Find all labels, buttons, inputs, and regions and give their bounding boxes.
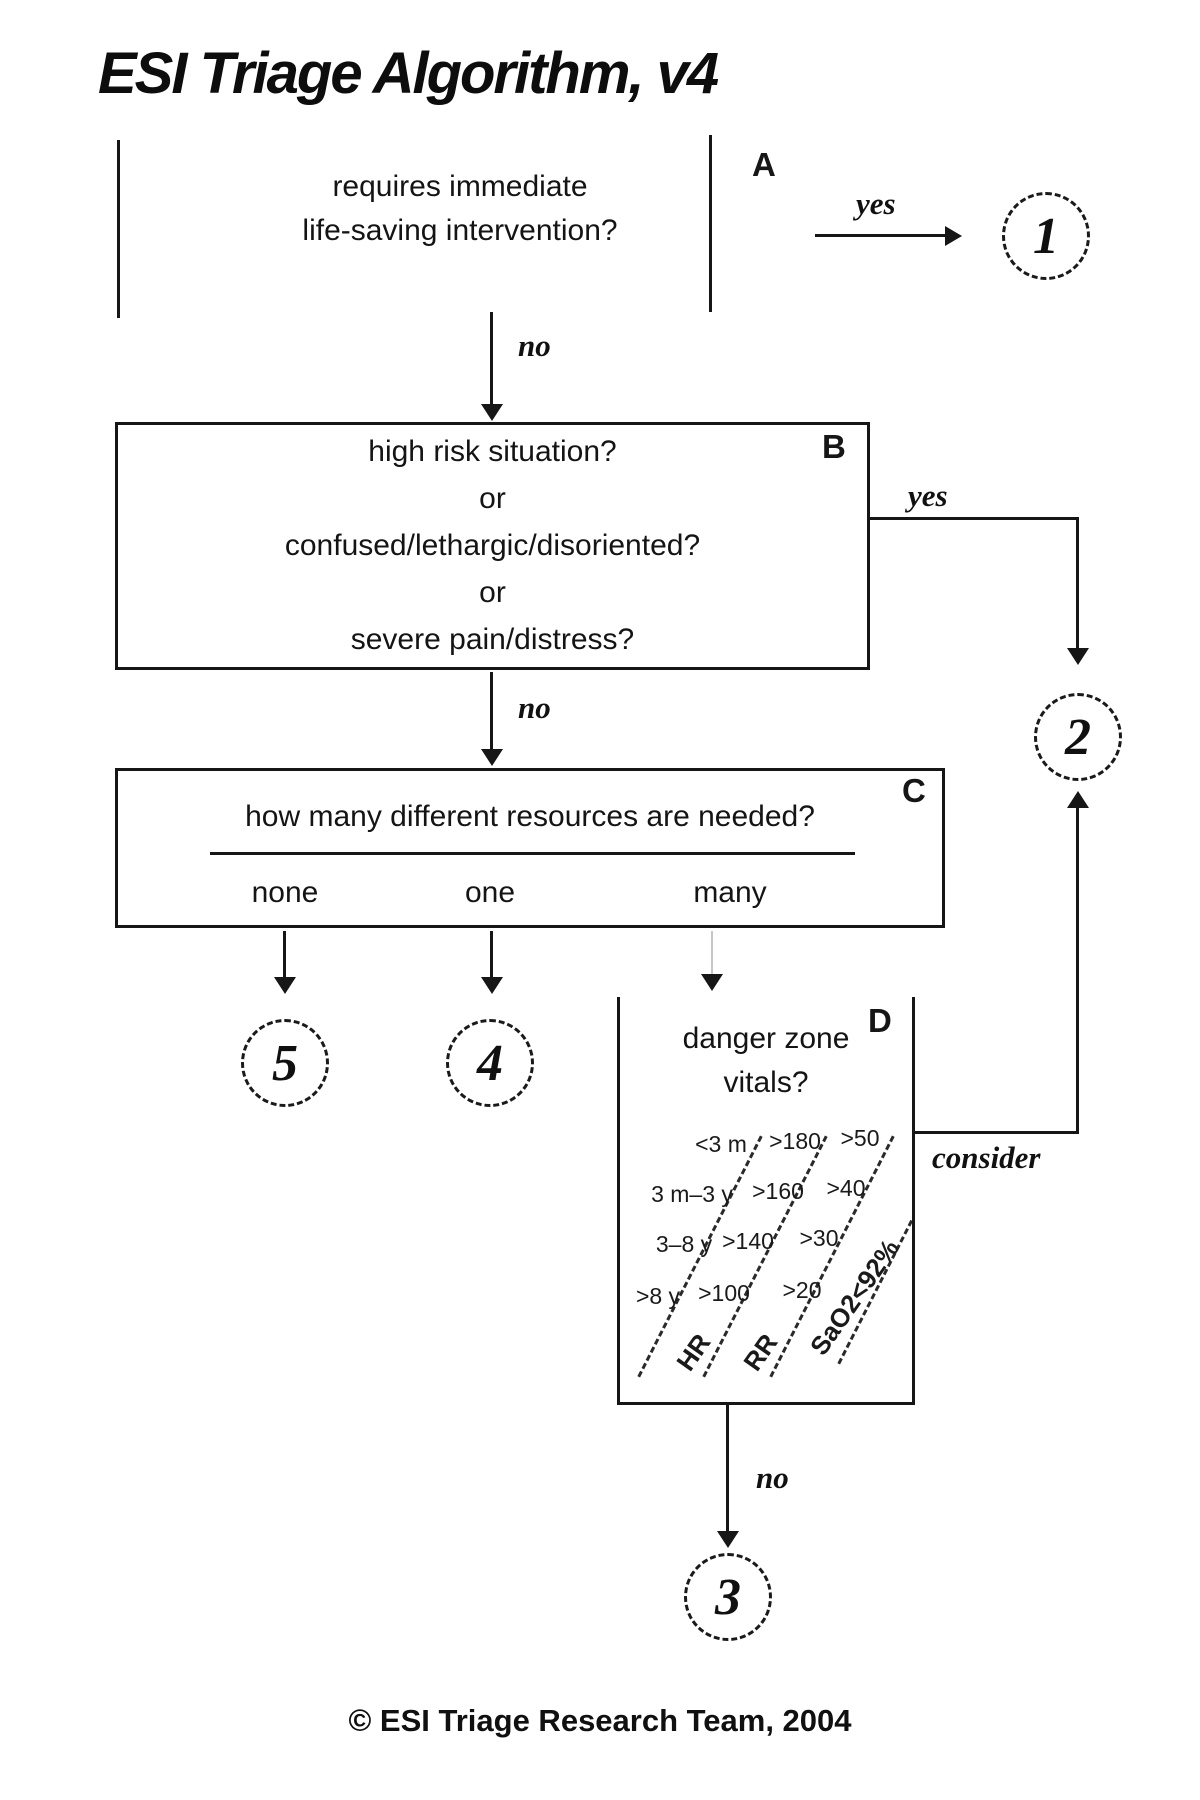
node-b-line-2: or bbox=[479, 482, 506, 515]
edge-a-no-line bbox=[490, 312, 493, 407]
page-title: ESI Triage Algorithm, v4 bbox=[98, 41, 719, 106]
vitals-row3-age: 3–8 y bbox=[655, 1231, 713, 1257]
acuity-circle-5: 5 bbox=[241, 1019, 329, 1107]
vitals-row2-rr: >40 bbox=[826, 1175, 866, 1201]
vitals-column-rr: RR bbox=[737, 1328, 784, 1377]
edge-b-no-label: no bbox=[518, 690, 551, 725]
node-a-left-border bbox=[117, 140, 120, 318]
acuity-circle-1: 1 bbox=[1002, 192, 1090, 280]
vitals-row2-age: 3 m–3 y bbox=[651, 1181, 733, 1207]
edge-c-many-line bbox=[711, 931, 713, 977]
node-c-box bbox=[115, 768, 945, 928]
node-a-right-border bbox=[709, 135, 712, 312]
vitals-row1-hr: >180 bbox=[769, 1128, 821, 1154]
vitals-row1-age: <3 m bbox=[695, 1131, 747, 1157]
node-c-question: how many different resources are needed? bbox=[245, 800, 815, 833]
edge-a-yes-arrowhead-icon bbox=[945, 226, 962, 246]
edge-d-consider-arrowhead-icon bbox=[1067, 791, 1089, 808]
edge-d-consider-label: consider bbox=[932, 1140, 1041, 1175]
edge-c-many-arrowhead-icon bbox=[701, 974, 723, 991]
node-b-line-5: severe pain/distress? bbox=[350, 623, 635, 656]
node-b-line-1: high risk situation? bbox=[368, 435, 617, 468]
node-a-line-2: life-saving intervention? bbox=[302, 214, 618, 247]
edge-b-yes-vline bbox=[1076, 517, 1079, 650]
node-d-tag: D bbox=[868, 1002, 892, 1039]
edge-a-no-label: no bbox=[518, 328, 551, 363]
edge-b-no-line bbox=[490, 672, 493, 752]
vitals-row4-age: >8 y bbox=[635, 1283, 681, 1309]
edge-c-one-line bbox=[490, 931, 493, 981]
vitals-row4-hr: >100 bbox=[698, 1280, 750, 1306]
node-c-option-one: one bbox=[464, 876, 516, 909]
copyright-footer: © ESI Triage Research Team, 2004 bbox=[348, 1703, 852, 1738]
node-a-line-1: requires immediate bbox=[332, 170, 588, 203]
edge-c-none-line bbox=[283, 931, 286, 981]
edge-c-none-arrowhead-icon bbox=[274, 977, 296, 994]
edge-d-no-arrowhead-icon bbox=[717, 1531, 739, 1548]
vitals-row3-rr: >30 bbox=[799, 1225, 839, 1251]
edge-a-yes-line bbox=[815, 234, 948, 237]
node-b-box: high risk situation? or confused/letharg… bbox=[115, 422, 870, 670]
node-d-line-2: vitals? bbox=[723, 1066, 809, 1099]
edge-a-yes-label: yes bbox=[856, 186, 896, 221]
node-b-tag: B bbox=[822, 428, 846, 465]
node-a-tag: A bbox=[752, 146, 776, 183]
edge-b-no-arrowhead-icon bbox=[481, 749, 503, 766]
edge-d-no-line bbox=[726, 1405, 729, 1535]
edge-b-yes-hline bbox=[870, 517, 1079, 520]
node-c-underline bbox=[210, 852, 855, 855]
node-c-option-none: none bbox=[251, 876, 319, 909]
vitals-row1-rr: >50 bbox=[840, 1125, 880, 1151]
vitals-column-hr: HR bbox=[670, 1328, 717, 1377]
edge-c-one-arrowhead-icon bbox=[481, 977, 503, 994]
node-d-box: danger zone vitals? <3 m >180 >50 3 m–3 … bbox=[617, 997, 915, 1405]
acuity-circle-4: 4 bbox=[446, 1019, 534, 1107]
edge-d-consider-hline bbox=[915, 1131, 1079, 1134]
edge-d-no-label: no bbox=[756, 1460, 789, 1495]
edge-b-yes-arrowhead-icon bbox=[1067, 648, 1089, 665]
vitals-row2-hr: >160 bbox=[752, 1178, 804, 1204]
node-a-text: requires immediate life-saving intervent… bbox=[160, 165, 760, 253]
node-b-line-4: or bbox=[479, 576, 506, 609]
acuity-circle-2: 2 bbox=[1034, 693, 1122, 781]
vitals-row3-hr: >140 bbox=[722, 1228, 774, 1254]
edge-b-yes-label: yes bbox=[908, 478, 948, 513]
edge-d-consider-vline bbox=[1076, 806, 1079, 1134]
edge-a-no-arrowhead-icon bbox=[481, 404, 503, 421]
node-c-option-many: many bbox=[693, 876, 767, 909]
acuity-circle-3: 3 bbox=[684, 1553, 772, 1641]
vitals-row4-rr: >20 bbox=[782, 1277, 822, 1303]
node-d-line-1: danger zone bbox=[682, 1022, 850, 1055]
node-c-tag: C bbox=[902, 772, 926, 809]
node-b-line-3: confused/lethargic/disoriented? bbox=[284, 529, 701, 562]
